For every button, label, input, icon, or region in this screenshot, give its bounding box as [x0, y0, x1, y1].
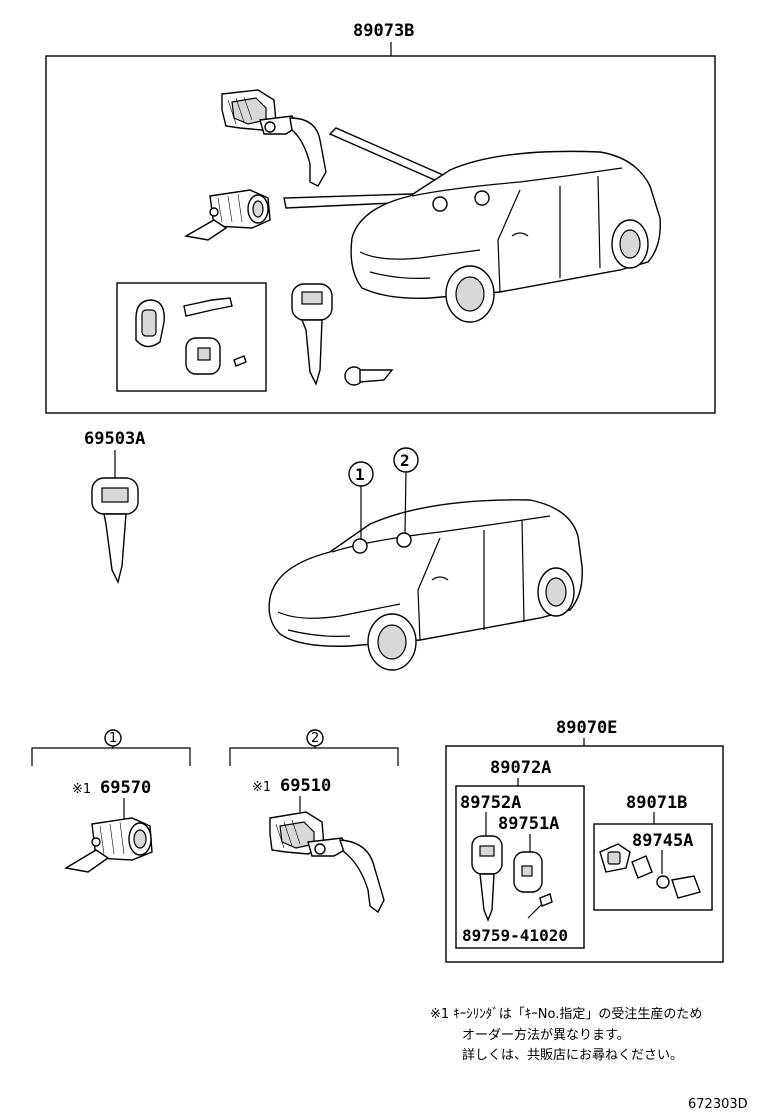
group-1-marker: 1 [109, 731, 117, 746]
case-parts[interactable] [599, 843, 701, 899]
kit-inner-parts[interactable] [135, 297, 247, 375]
label-89072a[interactable]: 89072A [490, 758, 551, 778]
note-line-3: 詳しくは、共販店にお尋ねください。 [462, 1047, 683, 1063]
label-89073b[interactable]: 89073B [353, 21, 414, 41]
order-notes: ※1 ｷｰｼﾘﾝﾀﾞは「ｷｰNo.指定」の受注生産のため オーダー方法が異なりま… [430, 1006, 702, 1063]
sub-kit-89072a-box [455, 785, 585, 949]
label-69570[interactable]: 69570 [100, 778, 151, 798]
label-69510[interactable]: 69510 [280, 776, 331, 796]
car-illustration-middle [268, 499, 583, 671]
sub-kit-89071b-box [593, 823, 713, 911]
key-blank-69503a-group: 69503A [84, 429, 145, 585]
label-89070e[interactable]: 89070E [556, 718, 617, 738]
kit-89070e-box [445, 745, 724, 963]
door-cylinder-part[interactable] [269, 811, 385, 914]
label-89071b[interactable]: 89071B [626, 793, 687, 813]
ignition-cylinder-top-part[interactable] [183, 189, 271, 241]
door-cylinder-group: 2 ※1 69510 [229, 729, 399, 914]
master-key-top[interactable] [291, 283, 333, 386]
label-89745a[interactable]: 89745A [632, 831, 693, 851]
note-prefix-ignition: ※1 [72, 782, 91, 797]
kit-89073b-box [45, 55, 716, 414]
ignition-cylinder-part[interactable] [64, 817, 153, 873]
group-2-marker: 2 [311, 731, 319, 746]
battery-top[interactable] [344, 366, 394, 386]
marker-2-callout[interactable]: 2 [393, 447, 419, 534]
note-line-2: オーダー方法が異なります。 [462, 1027, 630, 1043]
screw-part[interactable] [527, 893, 553, 919]
label-69503a[interactable]: 69503A [84, 429, 145, 449]
diagram-code: 672303D [688, 1097, 748, 1112]
transmitter-housing-part[interactable] [513, 851, 543, 893]
marker-1-callout[interactable]: 1 [348, 461, 374, 539]
label-89751a[interactable]: 89751A [498, 814, 559, 834]
key-blank-part[interactable] [91, 477, 139, 585]
note-line-1: ※1 ｷｰｼﾘﾝﾀﾞは「ｷｰNo.指定」の受注生産のため [430, 1006, 702, 1022]
key-transmitter-part[interactable] [471, 835, 503, 922]
kit-89073b-group: 89073B [45, 21, 716, 414]
label-89759-41020[interactable]: 89759-41020 [462, 926, 568, 945]
kit-89070e-group: 89070E 89072A 89752A 89751A 89759-41020 … [445, 718, 724, 963]
marker-1-text: 1 [355, 465, 365, 484]
note-prefix-door: ※1 [252, 780, 271, 795]
kit-inner-box [116, 282, 267, 392]
door-cylinder-top-part[interactable] [221, 89, 327, 187]
label-89752a[interactable]: 89752A [460, 793, 521, 813]
ignition-cylinder-group: 1 ※1 69570 [31, 729, 191, 873]
car-illustration-top [350, 150, 661, 323]
marker-2-text: 2 [400, 451, 410, 470]
